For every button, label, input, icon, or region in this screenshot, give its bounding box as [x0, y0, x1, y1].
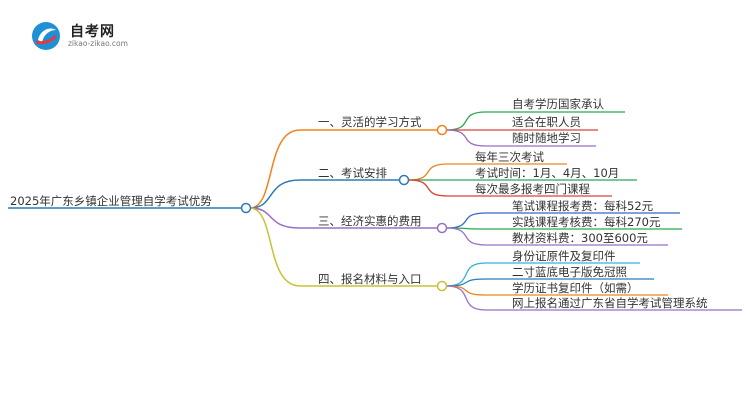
branch-3-child-3-connector	[445, 227, 668, 246]
branch-4-child-1-connector	[445, 262, 640, 287]
branch-2-node	[398, 174, 410, 186]
branch-4-child-4: 网上报名通过广东省自学考试管理系统	[512, 296, 708, 310]
branch-3-child-2: 实践课程考核费：每科270元	[512, 215, 661, 229]
branch-4-child-1: 身份证原件及复印件	[512, 249, 616, 263]
branch-1-child-3-connector	[445, 129, 596, 147]
branch-3-child-1: 笔试课程报考费：每科52元	[512, 199, 654, 213]
branch-1-child-2: 适合在职人员	[512, 115, 581, 129]
branch-1-child-1-connector	[445, 111, 625, 131]
branch-3-label: 三、经济实惠的费用	[318, 214, 422, 228]
branch-2-connector	[249, 179, 400, 209]
branch-2-child-3-connector	[407, 179, 612, 197]
branch-1-child-1: 自考学历国家承认	[512, 97, 604, 111]
branch-2-child-3: 每次最多报考四门课程	[475, 182, 590, 196]
branch-3-node	[436, 222, 448, 234]
branch-1-child-3: 随时随地学习	[512, 131, 581, 145]
site-logo[interactable]: 自考网 zikao-zikao.com	[30, 18, 140, 54]
branch-2-child-1: 每年三次考试	[475, 150, 544, 164]
branch-4-node	[436, 280, 448, 292]
branch-1-node	[436, 124, 448, 136]
branch-2-label: 二、考试安排	[318, 166, 387, 180]
root-node	[240, 202, 252, 214]
mindmap-root-label: 2025年广东乡镇企业管理自学考试优势	[10, 194, 212, 208]
branch-4-label: 四、报名材料与入口	[318, 272, 422, 286]
branch-2-child-1-connector	[407, 163, 567, 181]
branch-3-child-3: 教材资料费：300至600元	[512, 231, 648, 245]
branch-4-child-3: 学历证书复印件（如需）	[512, 281, 639, 295]
zikao-logo-icon	[32, 22, 60, 50]
logo-title: 自考网	[70, 24, 115, 40]
branch-4-child-2: 二寸蓝底电子版免冠照	[512, 265, 627, 279]
branch-3-child-1-connector	[445, 212, 680, 229]
branch-1-label: 一、灵活的学习方式	[318, 115, 422, 129]
logo-url: zikao-zikao.com	[68, 39, 128, 48]
branch-1-connector	[249, 129, 438, 209]
branch-2-child-2: 考试时间：1月、4月、10月	[475, 166, 620, 180]
branch-3-connector	[249, 207, 438, 229]
branch-4-child-4-connector	[445, 285, 742, 311]
branch-4-connector	[249, 207, 438, 287]
